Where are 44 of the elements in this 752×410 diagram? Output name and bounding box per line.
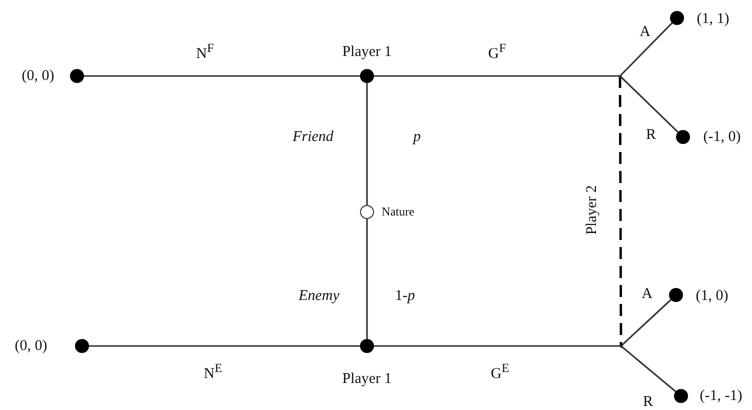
chance-node bbox=[360, 205, 374, 219]
payoff-label: (0, 0) bbox=[14, 338, 48, 354]
edge-label: R bbox=[646, 126, 656, 144]
player-label: Player 2 bbox=[584, 185, 600, 235]
payoff-label: (0, 0) bbox=[22, 68, 54, 84]
payoff-label: (-1, -1) bbox=[700, 388, 742, 404]
branch-line bbox=[620, 299, 672, 347]
payoff-label: (1, 0) bbox=[696, 288, 728, 304]
decision-node bbox=[75, 339, 89, 353]
branch-line bbox=[619, 75, 679, 133]
branch-line bbox=[374, 75, 620, 77]
branch-point bbox=[620, 344, 622, 348]
edge-label: A bbox=[640, 24, 650, 40]
edge-label: N$^{E}$ bbox=[204, 362, 222, 382]
edge-label: R bbox=[643, 394, 653, 410]
decision-node bbox=[360, 339, 374, 353]
decision-node bbox=[674, 389, 688, 403]
payoff-label: (-1, 0) bbox=[703, 128, 741, 146]
branch-line bbox=[620, 345, 676, 392]
decision-node bbox=[676, 130, 690, 144]
edge-label: Enemy bbox=[298, 288, 340, 304]
edge-label: Friend bbox=[292, 128, 334, 146]
chance-label: Nature bbox=[382, 205, 414, 219]
branch-line bbox=[89, 345, 360, 347]
player-label: Player 1 bbox=[342, 370, 392, 388]
branch-line bbox=[619, 22, 673, 77]
decision-node bbox=[70, 69, 84, 83]
edge-label: N$^{F}$ bbox=[196, 42, 214, 62]
branch-point bbox=[618, 74, 622, 78]
information-set-line bbox=[618, 76, 622, 346]
edge-label: G$^{E}$ bbox=[490, 362, 510, 382]
decision-node bbox=[669, 288, 683, 302]
branch-line bbox=[366, 83, 368, 205]
branch-line bbox=[366, 219, 368, 339]
branch-line bbox=[374, 345, 621, 347]
decision-node bbox=[670, 11, 684, 25]
probability-label: 1-p bbox=[395, 288, 415, 304]
branch-line bbox=[84, 75, 360, 77]
probability-label: p bbox=[413, 128, 421, 146]
decision-node bbox=[360, 69, 374, 83]
player-label: Player 1 bbox=[342, 44, 392, 60]
edge-label: A bbox=[642, 286, 652, 302]
edge-label: G$^{F}$ bbox=[488, 42, 506, 62]
payoff-label: (1, 1) bbox=[696, 10, 730, 28]
